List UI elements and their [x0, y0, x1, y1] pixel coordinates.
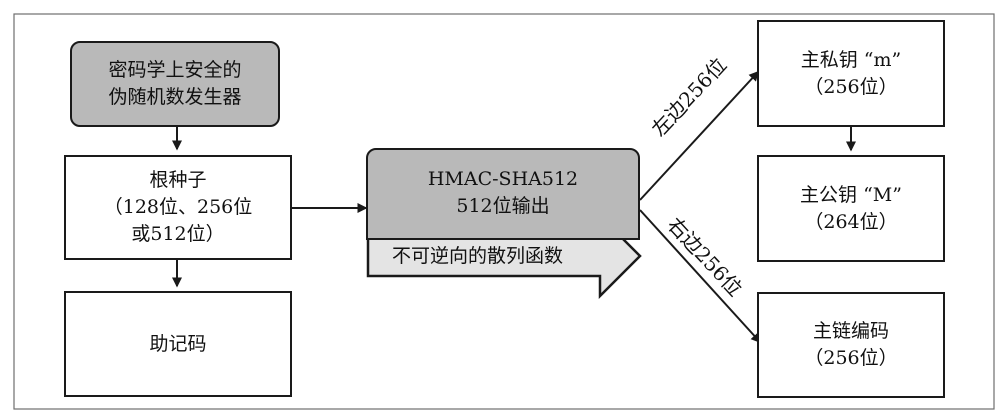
hash-function-label: 不可逆向的散列函数 — [392, 245, 564, 267]
csprng-line-1: 密码学上安全的 — [108, 59, 242, 81]
csprng-box: 密码学上安全的 伪随机数发生器 — [70, 41, 280, 127]
root-seed-line-1: 根种子 — [149, 169, 207, 191]
master-chain-code-box: 主链编码 （256位） — [757, 292, 945, 398]
master-public-key-line-1: 主公钥 “M” — [800, 183, 902, 206]
master-chain-code-line-2: （256位） — [804, 347, 898, 369]
hmac-sha512-box: HMAC-SHA512 512位输出 — [366, 148, 640, 240]
root-seed-line-3: 或512位） — [131, 223, 225, 245]
root-seed-line-2: （128位、256位 — [103, 196, 253, 218]
master-private-key-line-2: （256位） — [804, 75, 898, 98]
csprng-line-2: 伪随机数发生器 — [108, 86, 242, 108]
master-public-key-line-2: （264位） — [804, 210, 898, 233]
master-chain-code-line-1: 主链编码 — [812, 320, 889, 342]
hmac-line-2: 512位输出 — [456, 195, 550, 217]
edge-right-to-chain-code — [639, 209, 762, 344]
hmac-line-1: HMAC-SHA512 — [427, 168, 579, 190]
root-seed-box: 根种子 （128位、256位 或512位） — [64, 155, 292, 260]
mnemonic-label: 助记码 — [149, 332, 207, 355]
mnemonic-box: 助记码 — [64, 291, 292, 397]
edge-left-to-private-key — [639, 70, 760, 201]
master-public-key-box: 主公钥 “M” （264位） — [757, 155, 945, 262]
outer-frame — [13, 13, 995, 410]
master-private-key-box: 主私钥 “m” （256位） — [757, 20, 945, 127]
master-private-key-line-1: 主私钥 “m” — [800, 48, 902, 71]
